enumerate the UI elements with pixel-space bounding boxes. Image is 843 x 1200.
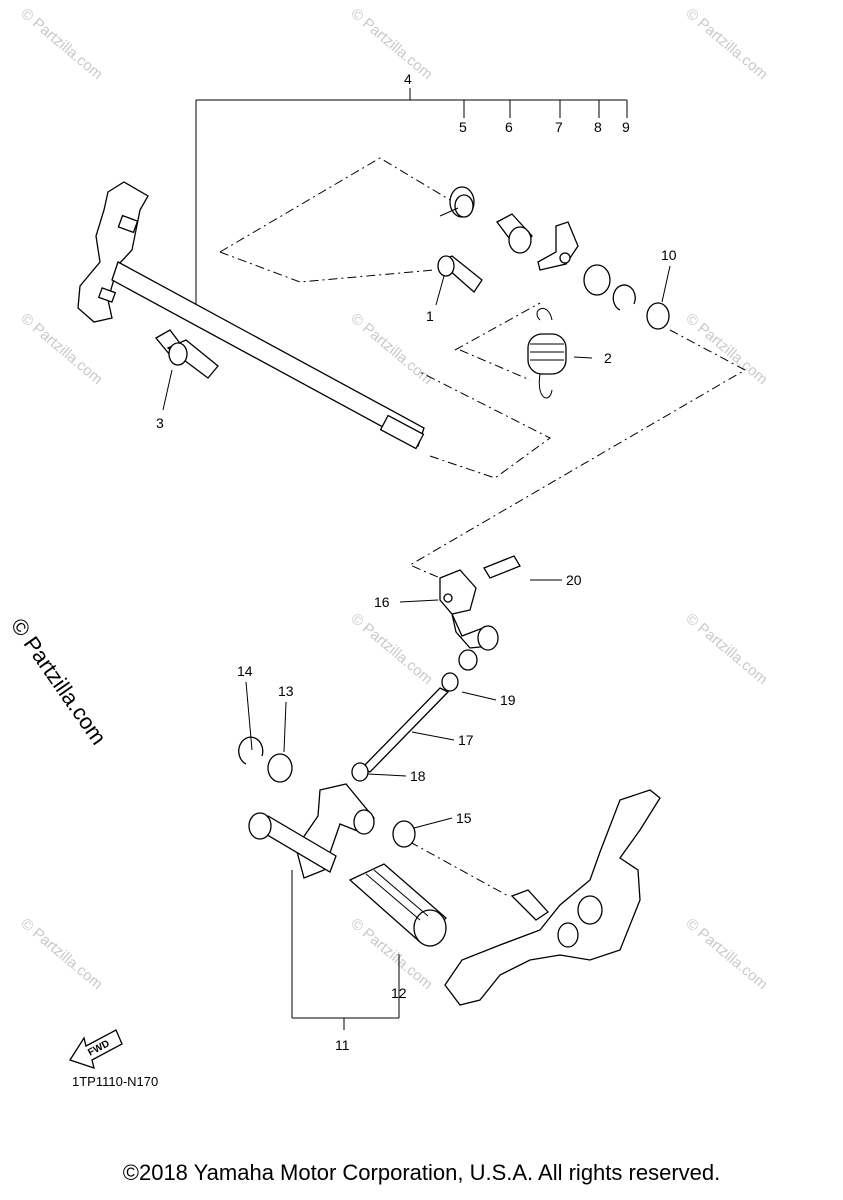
callout-20: 20 <box>566 572 582 588</box>
watermark: © Partzilla.com <box>17 915 105 993</box>
shift-pedal-lever <box>248 783 375 879</box>
callout-13: 13 <box>278 683 294 699</box>
watermark: © Partzilla.com <box>682 610 770 688</box>
watermark: © Partzilla.com <box>347 610 435 688</box>
callout-17: 17 <box>458 732 474 748</box>
callout-5: 5 <box>459 119 467 135</box>
return-spring <box>527 308 567 399</box>
rod-end <box>458 649 478 671</box>
group-11-bracket <box>291 870 400 1030</box>
shift-shaft <box>77 181 425 450</box>
callout-15: 15 <box>456 810 472 826</box>
washer-15 <box>392 820 416 848</box>
callout-1: 1 <box>426 308 434 324</box>
side-watermark: © Partzilla.com <box>6 614 112 750</box>
watermark: © Partzilla.com <box>347 5 435 83</box>
collar <box>496 213 533 254</box>
footrest-bracket <box>444 789 661 1006</box>
watermark: © Partzilla.com <box>682 310 770 388</box>
diagram-code: 1TP1110-N170 <box>72 1074 158 1089</box>
watermark: © Partzilla.com <box>17 310 105 388</box>
callout-10: 10 <box>661 247 677 263</box>
callout-14: 14 <box>237 663 253 679</box>
stopper-bolt <box>155 329 219 379</box>
callout-18: 18 <box>410 768 426 784</box>
rubber-peg <box>348 863 447 947</box>
assembly-lines <box>219 157 747 898</box>
callout-11: 11 <box>335 1037 350 1053</box>
washer-10 <box>646 302 670 330</box>
callout-9: 9 <box>622 119 630 135</box>
callout-4: 4 <box>404 71 412 87</box>
washer-13 <box>267 753 293 783</box>
circlip-9 <box>612 284 636 311</box>
circlip-14 <box>238 736 264 765</box>
leader-lines <box>162 265 671 829</box>
lever-plate <box>537 221 579 271</box>
bolt-1 <box>437 255 483 293</box>
nut-19 <box>441 672 459 692</box>
watermark: © Partzilla.com <box>17 5 105 83</box>
callout-2: 2 <box>604 350 612 366</box>
callout-7: 7 <box>555 119 563 135</box>
shift-arm <box>439 569 499 651</box>
callout-19: 19 <box>500 692 516 708</box>
callout-8: 8 <box>594 119 602 135</box>
callout-12: 12 <box>391 985 407 1001</box>
copyright-notice: ©2018 Yamaha Motor Corporation, U.S.A. A… <box>122 1160 721 1185</box>
bolt-20 <box>483 555 521 579</box>
callout-16: 16 <box>374 594 390 610</box>
nut-18 <box>351 762 369 782</box>
shift-rod <box>360 687 450 773</box>
watermarks: © Partzilla.com © Partzilla.com © Partzi… <box>17 5 770 993</box>
fwd-arrow: FWD <box>69 1029 123 1069</box>
watermark: © Partzilla.com <box>682 915 770 993</box>
callout-6: 6 <box>505 119 513 135</box>
watermark: © Partzilla.com <box>347 310 435 388</box>
washer-8 <box>583 264 611 296</box>
callout-3: 3 <box>156 415 164 431</box>
callouts: 1 2 3 4 5 6 7 8 9 10 11 12 13 14 15 16 1… <box>156 71 677 1053</box>
watermark: © Partzilla.com <box>682 5 770 83</box>
group-4-bracket <box>195 88 628 305</box>
torsion-spring <box>439 186 475 218</box>
